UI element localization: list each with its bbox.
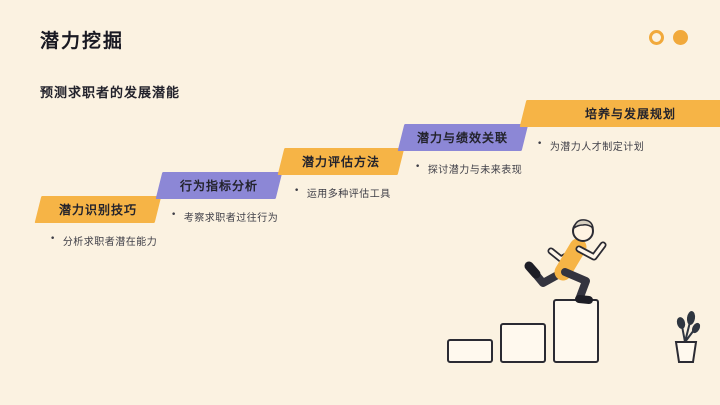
- step-bullet-4: • 探讨潜力与未来表现: [415, 161, 522, 176]
- climb-illustration: [447, 219, 701, 363]
- step-bullet-2: • 考察求职者过往行为: [171, 209, 278, 224]
- bullet-dot: •: [537, 139, 543, 149]
- bullet-dot: •: [294, 186, 300, 196]
- step-label: 潜力与绩效关联: [417, 131, 509, 145]
- bullet-text: 为潜力人才制定计划: [549, 142, 645, 153]
- slide-subtitle: 预测求职者的发展潜能: [40, 86, 181, 101]
- page-title: 潜力挖掘: [40, 30, 125, 52]
- bullet-text: 探讨潜力与未来表现: [427, 165, 523, 176]
- step-label: 潜力识别技巧: [58, 203, 137, 217]
- step-banner-2: 行为指标分析: [155, 172, 283, 199]
- step-bullet-1: • 分析求职者潜在能力: [50, 233, 157, 248]
- step-banner-4: 潜力与绩效关联: [397, 124, 529, 151]
- bullet-text: 分析求职者潜在能力: [62, 237, 158, 248]
- person-icon: [524, 219, 607, 304]
- step-label: 行为指标分析: [179, 179, 258, 193]
- step-label: 培养与发展规划: [584, 107, 676, 121]
- bullet-dot: •: [50, 234, 56, 244]
- bullet-dot: •: [415, 162, 421, 172]
- bullet-text: 运用多种评估工具: [306, 189, 391, 200]
- step-banner-1: 潜力识别技巧: [34, 196, 162, 223]
- circle-outline-icon: [649, 30, 664, 45]
- step-banner-3: 潜力评估方法: [277, 148, 405, 175]
- step-label: 潜力评估方法: [301, 155, 380, 169]
- bullet-text: 考察求职者过往行为: [183, 213, 279, 224]
- circle-filled-icon: [673, 30, 688, 45]
- decorative-circles: [649, 30, 688, 45]
- step-bullet-5: • 为潜力人才制定计划: [537, 138, 644, 153]
- bullet-dot: •: [171, 210, 177, 220]
- plant-icon: [674, 311, 701, 363]
- step-bullet-3: • 运用多种评估工具: [294, 185, 391, 200]
- step-banner-5: 培养与发展规划: [519, 100, 720, 127]
- step-bars-icon: [447, 299, 599, 363]
